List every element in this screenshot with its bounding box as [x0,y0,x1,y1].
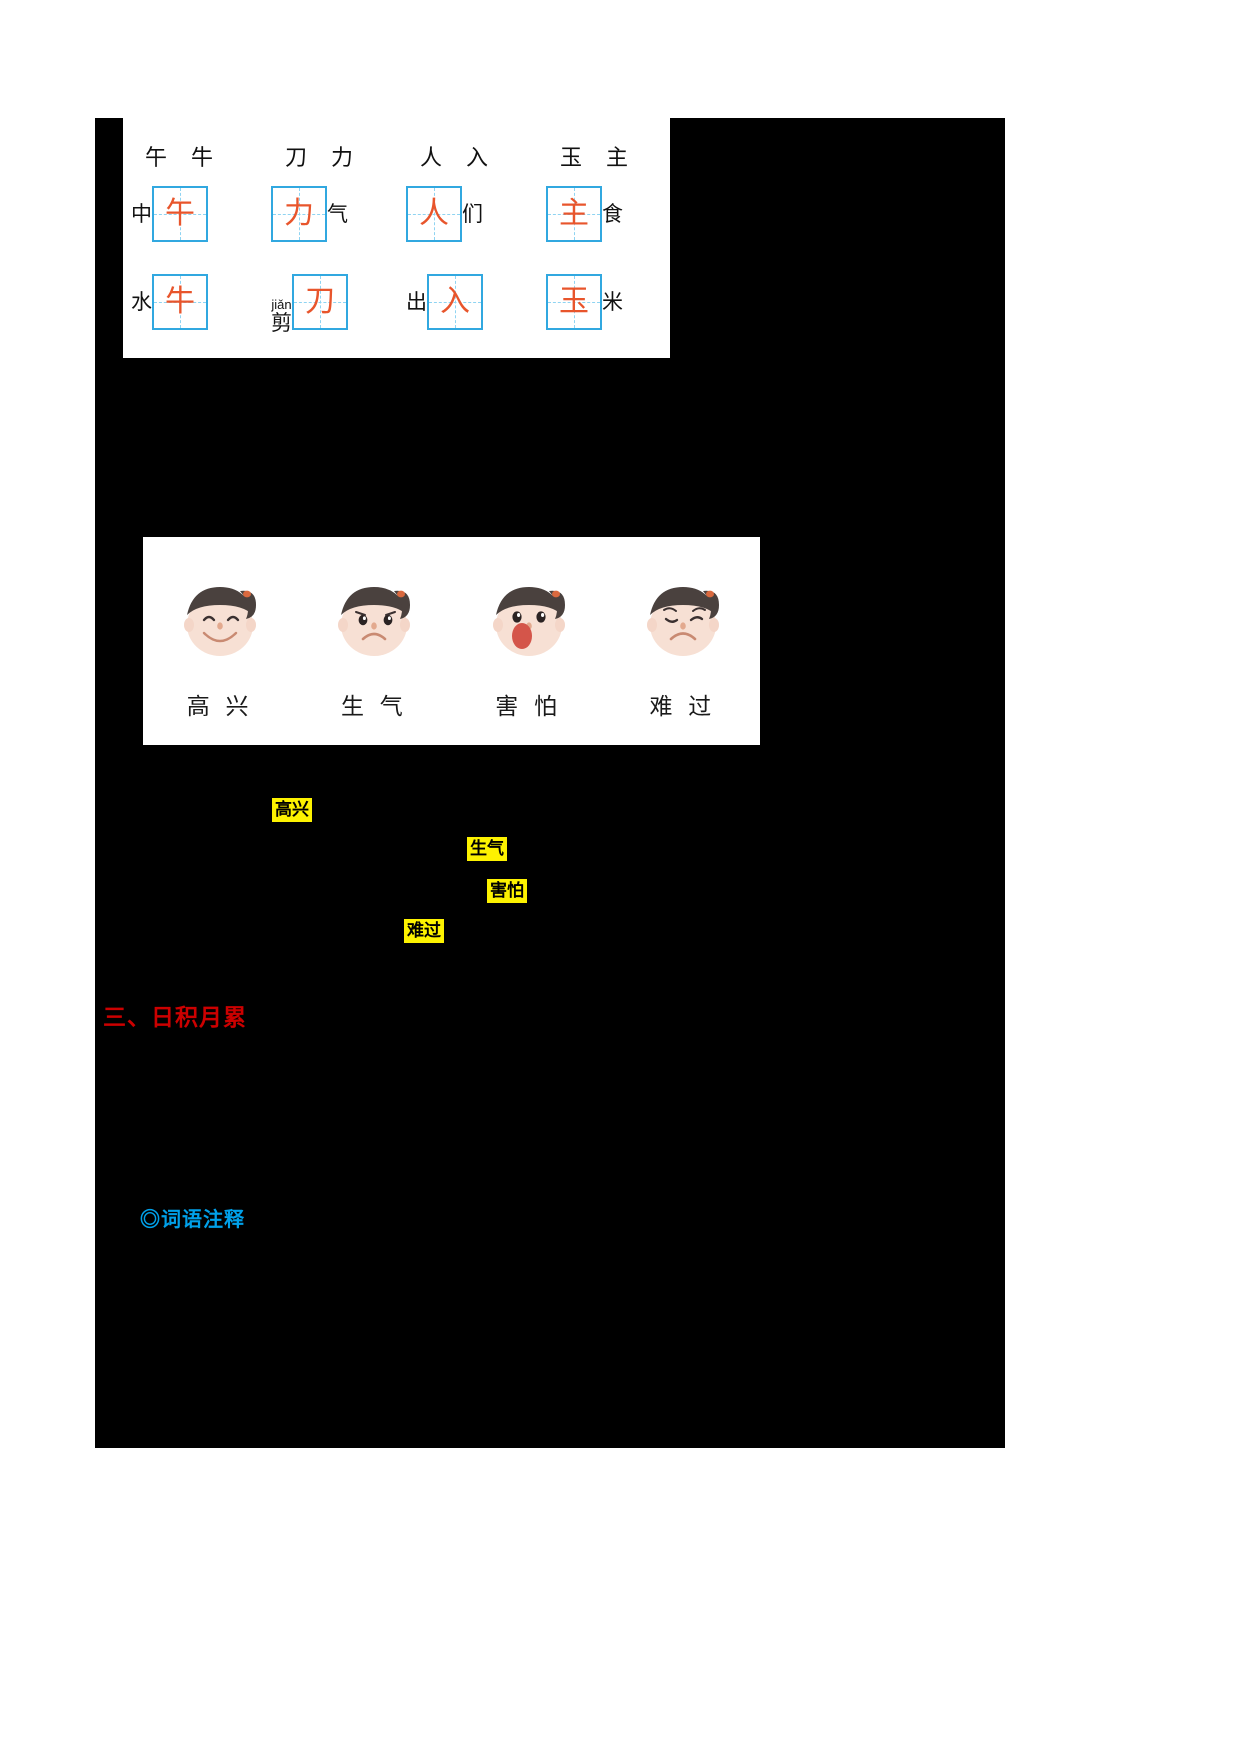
header-character: 人 [419,145,442,170]
grid-horizontal-guide [429,302,481,303]
emotion-picture-panel: 高 兴生 气害 怕难 过 [143,537,760,745]
prefix-character: 水 [131,289,152,314]
header-character: 主 [605,145,628,170]
practice-word-cell: 主食 [546,182,623,246]
answer-highlight: 害怕 [487,879,527,903]
practice-word-cell: 力气 [271,182,348,246]
header-character: 刀 [284,145,307,170]
tianzige-practice-box[interactable]: 牛 [152,274,208,330]
prefix-character: 出 [406,289,427,314]
suffix-character: 食 [602,201,623,226]
emotion-label: 生 气 [341,694,408,719]
suffix-character: 们 [462,201,483,226]
emotion-label: 高 兴 [186,694,254,719]
emotion-labels-row: 高 兴生 气害 怕难 过 [143,687,760,721]
emotion-face-slot [297,563,451,667]
handwritten-character: 牛 [165,285,195,318]
practice-word-cell: 中午 [131,182,208,246]
suffix-character: 气 [327,201,348,226]
angry-face [322,563,426,667]
emotion-faces-row [143,555,760,675]
handwritten-character: 人 [419,197,449,230]
answer-highlight: 高兴 [272,798,312,822]
section-heading-riji-yuelei: 三、日积月累 [103,1004,247,1030]
handwritten-character: 午 [165,197,195,230]
emotion-face-slot [452,563,606,667]
grid-horizontal-guide [548,302,600,303]
scared-face [477,563,581,667]
suffix-character: 米 [602,289,623,314]
character-header-group: 刀力 [273,140,365,172]
grid-horizontal-guide [154,214,206,215]
tianzige-practice-box[interactable]: 玉 [546,274,602,330]
practice-word-cell: 玉米 [546,270,623,334]
character-header-group: 午牛 [133,140,225,172]
happy-face [168,563,272,667]
character-header-group: 玉主 [548,140,640,172]
grid-horizontal-guide [548,214,600,215]
handwritten-character: 主 [559,197,589,230]
handwritten-character: 刀 [305,285,335,318]
practice-word-cell: 人们 [406,182,483,246]
tianzige-practice-box[interactable]: 刀 [292,274,348,330]
practice-word-cell: 出入 [406,270,483,334]
header-character: 力 [330,145,353,170]
grid-horizontal-guide [154,302,206,303]
prefix-character: 剪 [271,311,292,335]
prefix-character: 中 [131,201,152,226]
header-character: 玉 [559,145,582,170]
handwritten-character: 入 [440,285,470,318]
header-character: 入 [465,145,488,170]
grid-horizontal-guide [273,214,325,215]
subsection-heading-word-notes: ◎词语注释 [140,1209,245,1231]
tianzige-practice-box[interactable]: 主 [546,186,602,242]
tianzige-practice-box[interactable]: 入 [427,274,483,330]
header-character: 牛 [190,145,213,170]
tianzige-practice-box[interactable]: 力 [271,186,327,242]
sad-face [631,563,735,667]
emotion-face-slot [606,563,760,667]
tianzige-practice-box[interactable]: 午 [152,186,208,242]
practice-row: 中午力气人们主食 [123,182,670,270]
character-header-row: 午牛 刀力 人入 玉主 [123,140,670,176]
emotion-face-slot [143,563,297,667]
handwritten-character: 玉 [559,285,589,318]
emotion-label: 害 怕 [495,694,562,719]
emotion-label: 难 过 [649,694,717,719]
handwritten-character: 力 [284,197,314,230]
grid-horizontal-guide [294,302,346,303]
practice-word-cell: 水牛 [131,270,208,334]
answer-highlight: 生气 [467,837,507,861]
answer-highlight: 难过 [404,919,444,943]
tianzige-practice-box[interactable]: 人 [406,186,462,242]
character-header-group: 人入 [408,140,500,172]
pinyin-label: jiǎn [271,297,292,313]
header-character: 午 [144,145,167,170]
grid-horizontal-guide [408,214,460,215]
